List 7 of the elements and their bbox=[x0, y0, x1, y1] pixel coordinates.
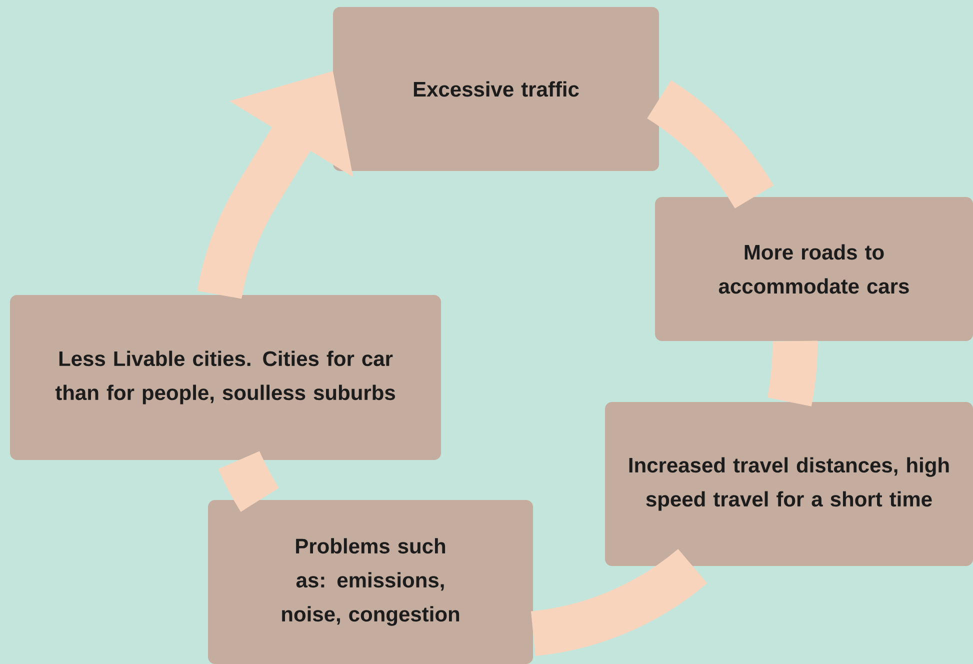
connector-band bbox=[646, 80, 774, 209]
process-box: Increased travel distances, high speed travel for a short time bbox=[605, 402, 973, 566]
process-box: Excessive traffic bbox=[333, 7, 659, 171]
process-box: Problems such as: emissions, noise, congestion bbox=[208, 500, 533, 664]
process-box: More roads to accommodate cars bbox=[655, 197, 973, 341]
connector-band bbox=[767, 341, 818, 406]
process-box: Less Livable cities. Cities for car than for people, soulless suburbs bbox=[10, 295, 441, 460]
